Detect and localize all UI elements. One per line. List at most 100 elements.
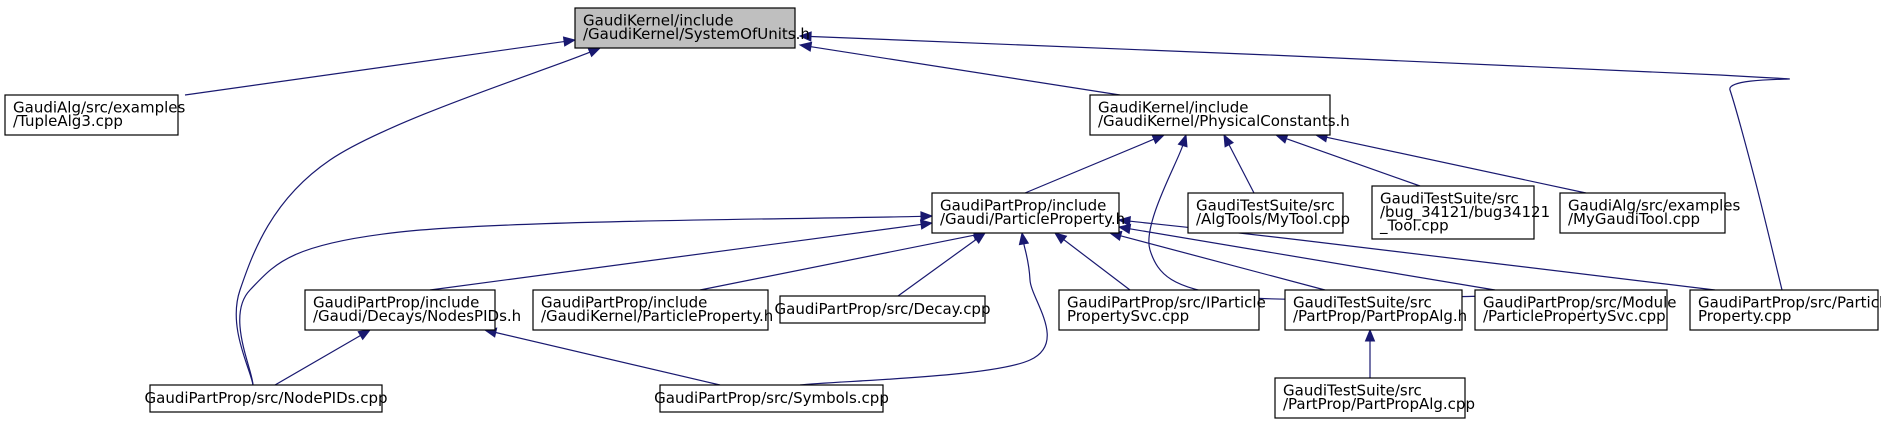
node-label-line: GaudiTestSuite/src	[1380, 189, 1519, 207]
node-label-line: GaudiPartProp/include	[313, 294, 479, 312]
file-node-mgt[interactable]: GaudiAlg/src/examples/MyGaudiTool.cpp	[1559, 192, 1741, 234]
node-label-line: GaudiPartProp/include	[940, 197, 1106, 215]
edge-arrowhead	[1018, 231, 1030, 246]
node-box[interactable]	[1559, 192, 1726, 234]
edge-phc-to-sou	[798, 41, 1121, 96]
edge-arrowhead	[1177, 133, 1188, 148]
file-node-pac[interactable]: GaudiTestSuite/src/PartProp/PartPropAlg.…	[1274, 377, 1475, 419]
file-node-ips[interactable]: GaudiPartProp/src/IParticlePropertySvc.c…	[1058, 289, 1266, 331]
edge-arrowhead	[587, 47, 602, 58]
edge-arrowhead	[972, 232, 987, 245]
edge-arrowhead	[919, 219, 934, 230]
node-label-line: GaudiTestSuite/src	[1196, 197, 1335, 215]
node-label-line: _Tool.cpp	[1379, 216, 1449, 235]
edge-mod-to-pph	[1117, 223, 1496, 291]
node-label-line: GaudiKernel/include	[583, 12, 734, 30]
node-box[interactable]	[532, 289, 769, 331]
file-node-sym[interactable]: GaudiPartProp/src/Symbols.cpp	[654, 384, 889, 413]
edge-dec-to-pph	[897, 232, 987, 297]
edge-ppc-to-sou	[798, 31, 1790, 291]
node-label-line: /AlgTools/MyTool.cpp	[1196, 210, 1350, 228]
node-label-line: GaudiPartProp/src/Module	[1483, 294, 1677, 312]
node-label-line: /Gaudi/Decays/NodesPIDs.h	[313, 307, 521, 325]
edge-pph-to-phc	[1024, 134, 1166, 194]
edge-line	[1228, 144, 1255, 194]
file-node-alt[interactable]: GaudiTestSuite/src/AlgTools/MyTool.cpp	[1187, 192, 1350, 234]
edge-line	[1326, 136, 1587, 194]
node-label-line: GaudiPartProp/src/Decay.cpp	[775, 300, 991, 318]
node-label-line: GaudiPartProp/src/Particle	[1698, 294, 1881, 312]
edge-line	[1129, 220, 1716, 291]
node-label-line: GaudiPartProp/src/Symbols.cpp	[654, 389, 889, 407]
edge-arrowhead	[1364, 328, 1376, 342]
node-box[interactable]	[1187, 192, 1344, 234]
edge-line	[239, 215, 922, 386]
node-label-line: /PartProp/PartPropAlg.cpp	[1283, 395, 1475, 413]
node-box[interactable]	[1284, 289, 1463, 331]
file-node-ppa[interactable]: GaudiTestSuite/src/PartProp/PartPropAlg.…	[1284, 289, 1467, 331]
edge-line	[1024, 138, 1155, 194]
edge-gpk-to-pph	[699, 230, 987, 291]
file-node-ppc[interactable]: GaudiPartProp/src/ParticleProperty.cpp	[1689, 289, 1881, 331]
edge-arrowhead	[1053, 232, 1068, 245]
node-label-line: GaudiTestSuite/src	[1283, 382, 1422, 400]
node-box[interactable]	[574, 7, 796, 49]
node-box[interactable]	[931, 192, 1120, 234]
node-box[interactable]	[1274, 377, 1466, 419]
file-node-sou[interactable]: GaudiKernel/include/GaudiKernel/SystemOf…	[574, 7, 810, 49]
edge-line	[235, 51, 591, 386]
edge-line	[184, 40, 565, 96]
edge-arrowhead	[798, 31, 812, 42]
edge-ncp-to-pph	[239, 211, 934, 386]
node-box[interactable]	[4, 94, 179, 136]
node-box[interactable]	[304, 289, 496, 331]
edge-line	[495, 331, 721, 386]
file-node-npi[interactable]: GaudiPartProp/include/Gaudi/Decays/Nodes…	[304, 289, 521, 331]
node-label-line: /Gaudi/ParticleProperty.h	[940, 210, 1125, 228]
edge-arrowhead	[1117, 223, 1132, 235]
edge-alt-to-phc	[1223, 133, 1255, 194]
node-label-line: PropertySvc.cpp	[1067, 307, 1189, 325]
node-box[interactable]	[1474, 289, 1668, 331]
node-label-line: GaudiPartProp/src/IParticle	[1067, 294, 1266, 312]
edge-line	[1063, 239, 1131, 291]
file-node-dec[interactable]: GaudiPartProp/src/Decay.cpp	[775, 295, 991, 324]
node-label-line: /GaudiKernel/PhysicalConstants.h	[1098, 112, 1350, 130]
graph-edges	[184, 31, 1790, 386]
file-node-tup[interactable]: GaudiAlg/src/examples/TupleAlg3.cpp	[4, 94, 186, 136]
file-node-mod[interactable]: GaudiPartProp/src/Module/ParticlePropert…	[1474, 289, 1677, 331]
node-box[interactable]	[1058, 289, 1260, 331]
node-label-line: /GaudiKernel/ParticleProperty.h	[541, 307, 773, 325]
edge-arrowhead	[1223, 133, 1234, 148]
node-label-line: /PartProp/PartPropAlg.h	[1293, 307, 1467, 325]
node-label-line: /MyGaudiTool.cpp	[1568, 210, 1700, 228]
edge-sym-to-pph	[799, 231, 1048, 386]
node-label-line: /ParticlePropertySvc.cpp	[1483, 307, 1666, 325]
node-label-line: /GaudiKernel/SystemOfUnits.h	[583, 25, 810, 43]
edge-arrowhead	[1274, 133, 1289, 144]
edge-line	[1120, 235, 1326, 291]
edge-arrowhead	[798, 41, 813, 52]
node-box[interactable]	[1689, 289, 1879, 331]
file-node-gpk[interactable]: GaudiPartProp/include/GaudiKernel/Partic…	[532, 289, 773, 331]
node-box[interactable]	[1089, 94, 1331, 136]
node-box[interactable]	[149, 384, 383, 413]
node-label-line: GaudiAlg/src/examples	[1568, 197, 1741, 215]
edge-line	[1129, 228, 1496, 291]
edge-line	[897, 238, 977, 297]
node-label-line: /TupleAlg3.cpp	[13, 112, 123, 130]
file-node-phc[interactable]: GaudiKernel/include/GaudiKernel/Physical…	[1089, 94, 1350, 136]
node-box[interactable]	[1371, 185, 1535, 240]
edge-arrowhead	[357, 329, 372, 341]
node-box[interactable]	[659, 384, 884, 413]
file-node-ncp[interactable]: GaudiPartProp/src/NodePIDs.cpp	[145, 384, 388, 413]
edge-ppc-to-pph	[1117, 216, 1716, 291]
node-box[interactable]	[779, 295, 986, 324]
edge-line	[799, 243, 1048, 386]
edge-line	[274, 334, 361, 386]
edge-arrowhead	[562, 36, 577, 47]
edge-line	[1286, 138, 1421, 187]
file-node-pph[interactable]: GaudiPartProp/include/Gaudi/ParticleProp…	[931, 192, 1125, 234]
file-node-bug[interactable]: GaudiTestSuite/src/bug_34121/bug34121_To…	[1371, 185, 1550, 240]
